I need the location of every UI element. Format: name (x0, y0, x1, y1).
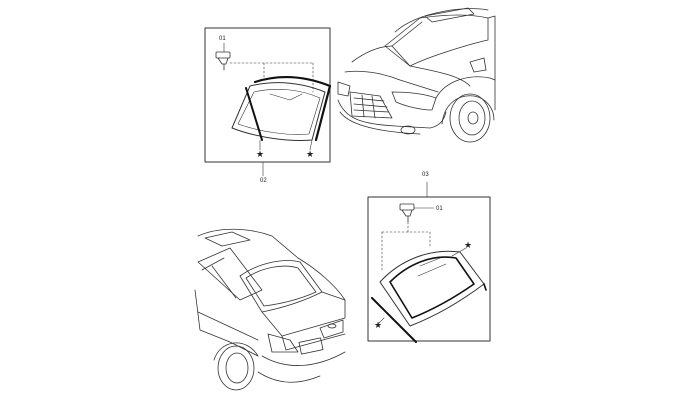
callout-label-01-rear: 01 (436, 206, 443, 212)
star-marker-icon: ★ (306, 149, 315, 159)
rear-car-illustration (194, 228, 346, 391)
front-windshield-glass (231, 82, 326, 141)
star-marker-icon: ★ (374, 320, 383, 330)
front-car-illustration (337, 7, 496, 143)
callout-label-01-front: 01 (219, 36, 226, 42)
molding-strip (371, 297, 417, 343)
dashed-guide (381, 221, 431, 273)
clip-icon (399, 203, 435, 223)
callout-label-02: 02 (260, 178, 267, 184)
star-marker-icon: ★ (464, 240, 473, 250)
dashed-guide (229, 62, 314, 93)
rear-window-box (367, 196, 491, 342)
front-windshield-box (204, 27, 331, 163)
molding-strip (245, 87, 263, 141)
callout-label-03: 03 (422, 172, 429, 178)
molding-strip (253, 75, 332, 142)
clip-icon (215, 51, 231, 71)
rear-window-glass (379, 250, 485, 327)
star-marker-icon: ★ (256, 149, 265, 159)
